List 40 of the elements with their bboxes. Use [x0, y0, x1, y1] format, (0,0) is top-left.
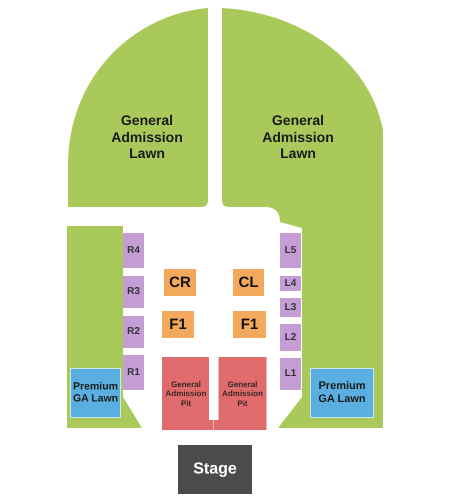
section-label: Premium GA Lawn	[72, 380, 120, 406]
pit-section	[214, 357, 266, 430]
section-label: L1	[284, 368, 296, 380]
seating-section	[280, 298, 301, 317]
section-label: General Admission Pit	[166, 380, 206, 408]
section-label: L4	[284, 278, 296, 290]
section-label: CR	[169, 274, 191, 292]
lawn-area	[68, 8, 208, 207]
lawn-section	[310, 368, 374, 418]
pit-section	[162, 357, 214, 430]
section-label: L3	[284, 302, 296, 314]
seating-section	[280, 233, 301, 268]
seating-section	[280, 276, 301, 291]
stage-block	[178, 445, 252, 494]
seating-section	[280, 358, 301, 390]
seating-section	[280, 324, 301, 351]
section-label: R2	[127, 326, 140, 338]
section-label: F1	[240, 316, 258, 334]
section-label: Premium GA Lawn	[317, 380, 367, 406]
section-label: General Admission Lawn	[111, 112, 183, 162]
seating-section	[233, 269, 264, 296]
section-label: General Admission Pit	[222, 380, 263, 408]
lawn-section	[70, 368, 121, 418]
section-label: L5	[284, 244, 296, 256]
section-label: R1	[127, 366, 140, 378]
section-label: L2	[284, 332, 296, 344]
seating-section	[123, 276, 144, 308]
section-label: General Admission Lawn	[262, 112, 334, 162]
seating-section	[123, 316, 144, 348]
seating-section	[123, 355, 144, 390]
stage-label: Stage	[193, 460, 237, 479]
seating-section	[162, 311, 194, 338]
section-label: CL	[238, 274, 258, 292]
seating-section	[164, 269, 196, 296]
seating-section	[123, 233, 144, 268]
section-label: F1	[169, 316, 187, 334]
seating-section	[233, 311, 266, 338]
section-label: R4	[127, 244, 140, 256]
section-label: R3	[127, 286, 140, 298]
lawn-area	[222, 8, 383, 428]
